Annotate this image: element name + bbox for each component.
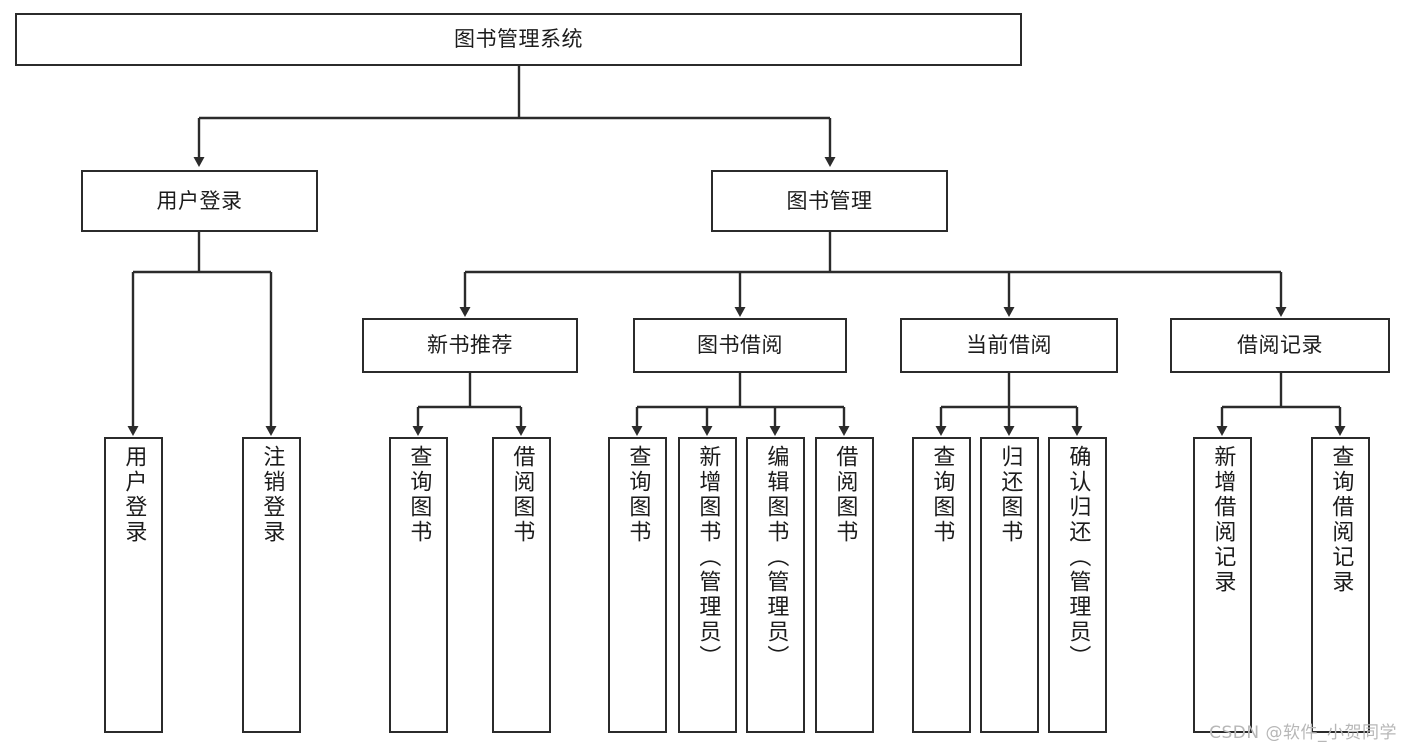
node-root-label: 图书管理系统 — [454, 27, 583, 52]
leaf-user-login-1[interactable]: 用户登录 — [104, 437, 163, 733]
node-book-borrow[interactable]: 图书借阅 — [633, 318, 847, 373]
leaf-borrow-record-1-label: 新增借阅记录 — [1210, 445, 1236, 595]
node-new-book-recommend[interactable]: 新书推荐 — [362, 318, 578, 373]
leaf-current-borrow-1[interactable]: 查询图书 — [912, 437, 971, 733]
leaf-borrow-record-1[interactable]: 新增借阅记录 — [1193, 437, 1252, 733]
leaf-book-borrow-2[interactable]: 新增图书（管理员） — [678, 437, 737, 733]
node-borrow-record[interactable]: 借阅记录 — [1170, 318, 1390, 373]
node-book-management-label: 图书管理 — [786, 188, 873, 213]
leaf-current-borrow-3-label: 确认归还（管理员） — [1065, 445, 1091, 670]
leaf-borrow-record-2-label: 查询借阅记录 — [1328, 445, 1354, 595]
leaf-current-borrow-3[interactable]: 确认归还（管理员） — [1048, 437, 1107, 733]
node-borrow-record-label: 借阅记录 — [1237, 333, 1323, 358]
watermark-text: CSDN @软件_小贺同学 — [1209, 723, 1397, 743]
leaf-current-borrow-1-label: 查询图书 — [929, 445, 955, 545]
leaf-new-book-2[interactable]: 借阅图书 — [492, 437, 551, 733]
leaf-new-book-1-label: 查询图书 — [406, 445, 432, 545]
node-current-borrow[interactable]: 当前借阅 — [900, 318, 1118, 373]
leaf-current-borrow-2-label: 归还图书 — [997, 445, 1023, 545]
leaf-book-borrow-3[interactable]: 编辑图书（管理员） — [746, 437, 805, 733]
leaf-user-login-2[interactable]: 注销登录 — [242, 437, 301, 733]
leaf-user-login-1-label: 用户登录 — [121, 445, 147, 545]
node-book-management[interactable]: 图书管理 — [711, 170, 948, 232]
leaf-borrow-record-2[interactable]: 查询借阅记录 — [1311, 437, 1370, 733]
leaf-book-borrow-1[interactable]: 查询图书 — [608, 437, 667, 733]
leaf-book-borrow-4-label: 借阅图书 — [832, 445, 858, 545]
node-new-book-recommend-label: 新书推荐 — [427, 333, 513, 358]
leaf-book-borrow-1-label: 查询图书 — [625, 445, 651, 545]
node-user-login-label: 用户登录 — [156, 188, 243, 213]
leaf-user-login-2-label: 注销登录 — [259, 445, 285, 545]
leaf-new-book-1[interactable]: 查询图书 — [389, 437, 448, 733]
leaf-new-book-2-label: 借阅图书 — [509, 445, 535, 545]
node-current-borrow-label: 当前借阅 — [966, 333, 1052, 358]
node-root[interactable]: 图书管理系统 — [15, 13, 1022, 66]
leaf-book-borrow-3-label: 编辑图书（管理员） — [763, 445, 789, 670]
leaf-book-borrow-2-label: 新增图书（管理员） — [695, 445, 721, 670]
leaf-book-borrow-4[interactable]: 借阅图书 — [815, 437, 874, 733]
node-user-login[interactable]: 用户登录 — [81, 170, 318, 232]
leaf-current-borrow-2[interactable]: 归还图书 — [980, 437, 1039, 733]
node-book-borrow-label: 图书借阅 — [697, 333, 783, 358]
